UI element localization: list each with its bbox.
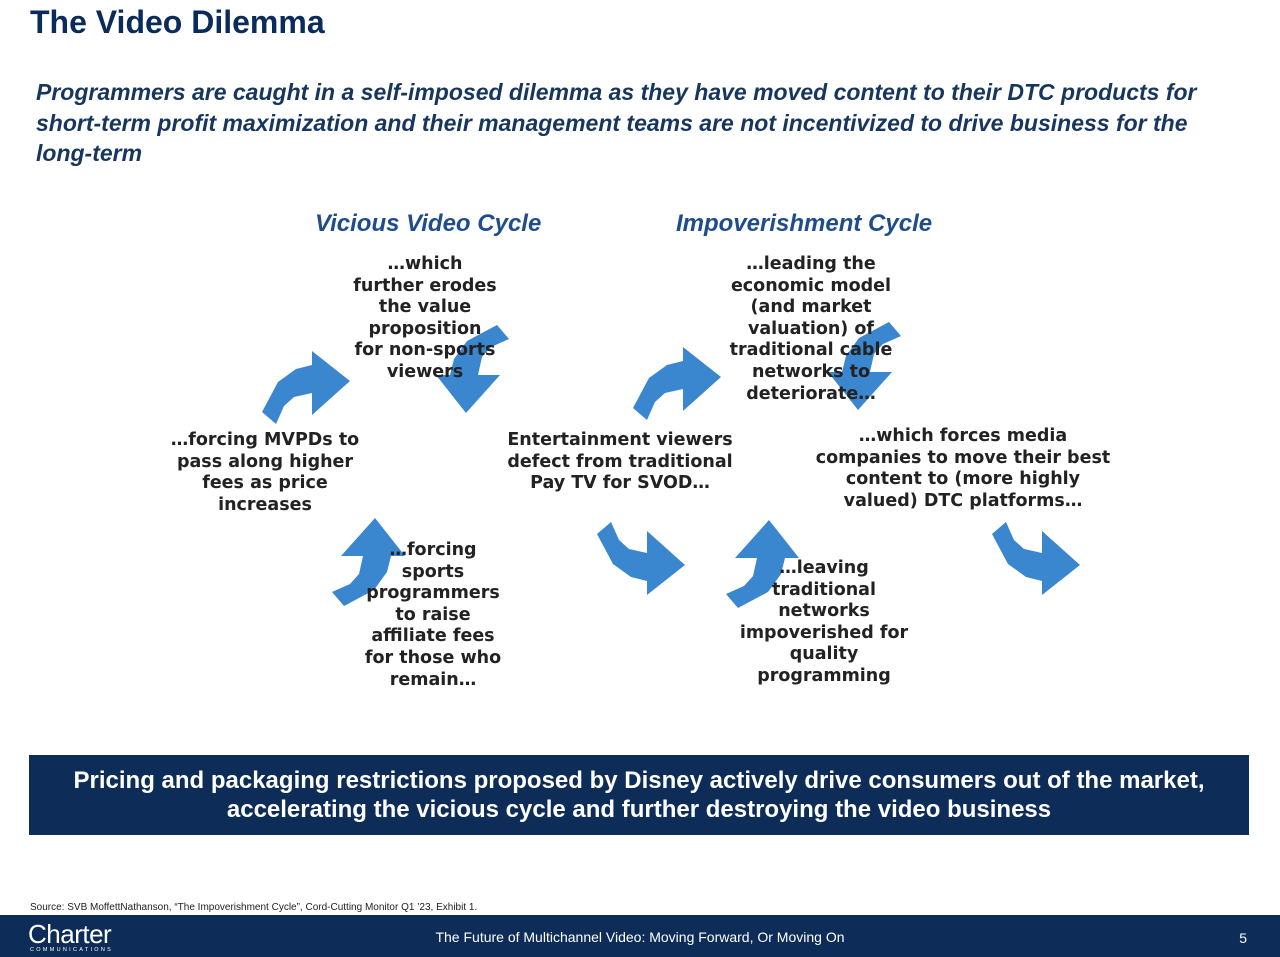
- node-line: …forcing: [389, 540, 477, 560]
- source-note: Source: SVB MoffettNathanson, “The Impov…: [30, 902, 478, 913]
- node-line: deteriorate…: [746, 383, 876, 404]
- node-line: programming: [757, 665, 891, 686]
- node-line: …which: [387, 254, 463, 274]
- banner-line: Pricing and packaging restrictions propo…: [73, 767, 1205, 794]
- node-line: proposition: [368, 318, 482, 339]
- vicious-top-node: …which further erodes the value proposit…: [325, 254, 525, 384]
- subtitle-line: long-term: [36, 140, 143, 166]
- subtitle-line: short-term profit maximization and their…: [36, 109, 1188, 136]
- vicious-left-node: …forcing MVPDs to pass along higher fees…: [155, 430, 375, 516]
- node-line: traditional cable: [729, 340, 893, 361]
- banner-line: accelerating the vicious cycle and furth…: [226, 796, 1052, 823]
- footer-title: The Future of Multichannel Video: Moving…: [435, 929, 845, 945]
- node-line: content to (more highly: [845, 469, 1081, 490]
- slide-subtitle: Programmers are caught in a self-imposed…: [36, 77, 1236, 169]
- node-line: the value: [378, 297, 472, 318]
- node-line: Pay TV for SVOD…: [530, 473, 710, 494]
- node-line: affiliate fees: [371, 626, 495, 647]
- node-line: pass along higher: [176, 451, 354, 472]
- node-line: impoverished for: [739, 622, 909, 643]
- node-line: defect from traditional: [507, 451, 733, 472]
- slide-title: The Video Dilemma: [30, 4, 325, 40]
- page-number: 5: [1239, 930, 1247, 946]
- node-line: …leaving: [779, 558, 869, 578]
- node-line: networks: [778, 601, 870, 622]
- node-line: for non-sports: [354, 340, 496, 361]
- vicious-cycle-title: Vicious Video Cycle: [315, 210, 542, 237]
- node-line: for those who: [364, 647, 502, 668]
- impoverishment-top-node: …leading the economic model (and market …: [701, 254, 921, 405]
- node-line: increases: [218, 494, 312, 515]
- node-line: valuation) of: [747, 318, 875, 339]
- vicious-arrow-down-left-icon: [597, 522, 685, 595]
- node-line: programmers: [366, 583, 500, 604]
- charter-logo: Charter: [28, 919, 112, 949]
- node-line: further erodes: [353, 275, 497, 296]
- node-line: sports: [401, 561, 465, 582]
- node-line: to raise: [395, 604, 471, 625]
- impoverishment-cycle-title: Impoverishment Cycle: [676, 210, 933, 237]
- conclusion-banner: Pricing and packaging restrictions propo…: [29, 755, 1249, 835]
- cycle-arrows: [262, 322, 1080, 608]
- node-line: traditional: [772, 579, 876, 600]
- vicious-bottom-node: …forcing sports programmers to raise aff…: [333, 540, 533, 691]
- node-line: (and market: [750, 297, 872, 318]
- node-line: networks to: [751, 361, 871, 382]
- node-line: …which forces media: [858, 426, 1068, 446]
- footer-bar: Charter COMMUNICATIONS The Future of Mul…: [0, 915, 1280, 957]
- node-line: companies to move their best: [815, 447, 1111, 468]
- node-line: valued) DTC platforms…: [843, 490, 1083, 511]
- node-line: …leading the: [746, 254, 876, 274]
- impoverishment-arrow-down-left-icon: [992, 522, 1080, 595]
- impoverishment-right-node: …which forces media companies to move th…: [813, 426, 1113, 512]
- center-node: Entertainment viewers defect from tradit…: [495, 430, 745, 495]
- node-line: quality: [789, 644, 859, 665]
- node-line: fees as price: [202, 473, 328, 494]
- node-line: Entertainment viewers: [507, 430, 733, 450]
- impoverishment-bottom-node: …leaving traditional networks impoverish…: [724, 558, 924, 688]
- node-line: viewers: [386, 361, 464, 382]
- node-line: …forcing MVPDs to: [170, 430, 360, 450]
- subtitle-line: Programmers are caught in a self-imposed…: [36, 79, 1197, 105]
- node-line: remain…: [389, 669, 477, 690]
- charter-logo-subtext: COMMUNICATIONS: [30, 947, 114, 953]
- node-line: economic model: [730, 275, 892, 296]
